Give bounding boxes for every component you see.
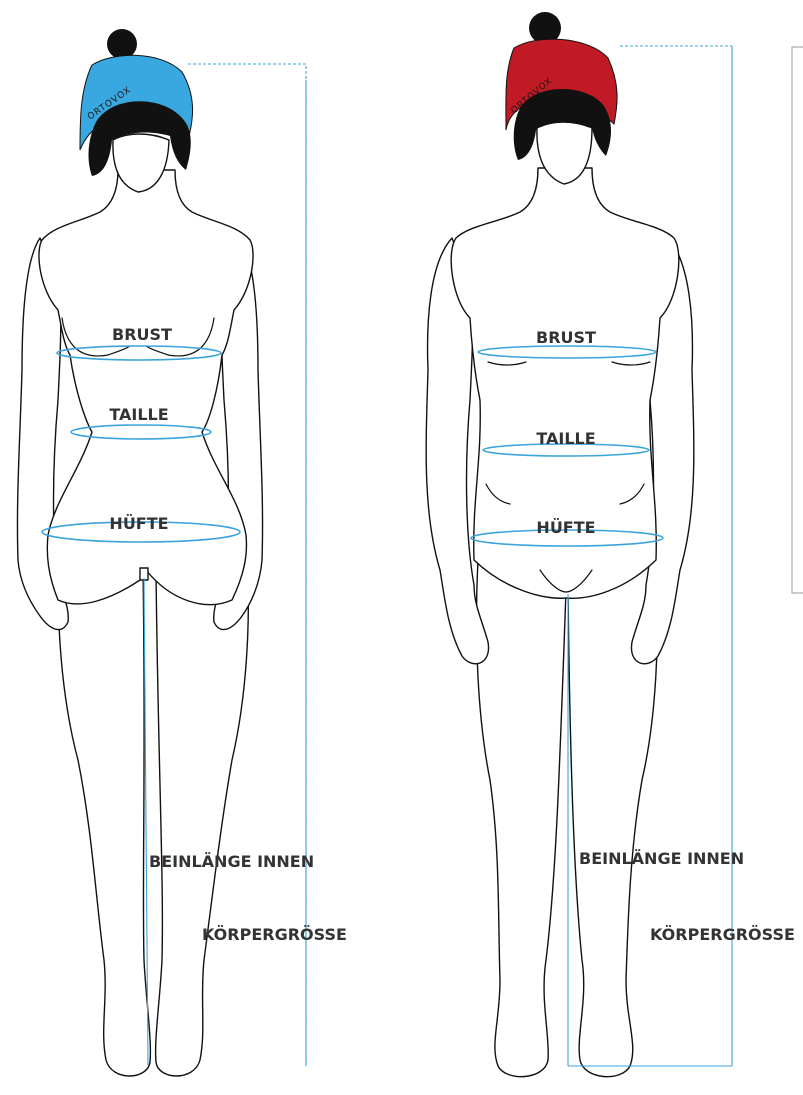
male-huefte-label: HÜFTE <box>536 518 595 537</box>
female-pompom <box>107 29 137 59</box>
female-koerpergroesse-label: KÖRPERGRÖSSE <box>202 925 347 944</box>
male-koerpergroesse-label: KÖRPERGRÖSSE <box>650 925 795 944</box>
male-left-leg <box>477 560 567 1077</box>
female-beinlaenge-label: BEINLÄNGE INNEN <box>149 852 314 871</box>
female-brust-label: BRUST <box>112 325 172 344</box>
female-figure: ORTOVOX <box>17 29 262 1076</box>
male-beinlaenge-label: BEINLÄNGE INNEN <box>579 849 744 868</box>
male-taille-label: TAILLE <box>536 429 595 448</box>
male-figure: ORTOVOX <box>426 12 694 1077</box>
side-panel-frame <box>792 47 803 593</box>
male-brust-label: BRUST <box>536 328 596 347</box>
female-left-leg <box>58 545 150 1076</box>
female-huefte-label: HÜFTE <box>109 514 168 533</box>
female-taille-label: TAILLE <box>109 405 168 424</box>
